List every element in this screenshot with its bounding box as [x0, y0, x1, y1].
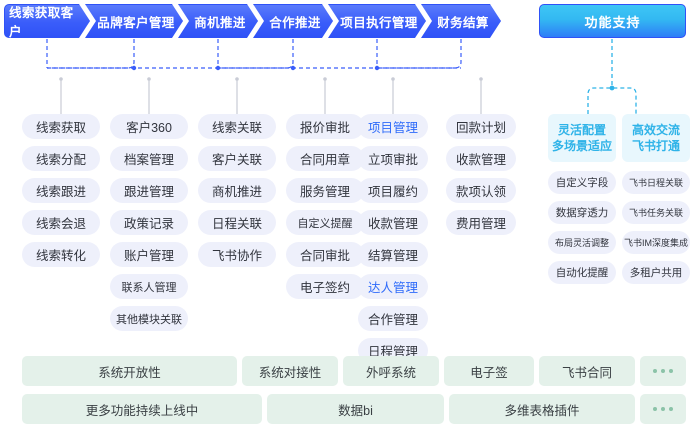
bottom-bar[interactable]: 数据bi — [267, 394, 444, 424]
module-pill[interactable]: 电子签约 — [286, 274, 364, 299]
flow-stage-label: 商机推进 — [194, 15, 246, 30]
support-pill[interactable]: 多租户共用 — [622, 261, 690, 284]
ellipsis-icon — [653, 369, 673, 373]
module-pill[interactable]: 档案管理 — [110, 146, 188, 171]
module-pill[interactable]: 飞书协作 — [198, 242, 276, 267]
support-pill[interactable]: 自动化提醒 — [548, 261, 616, 284]
flow-stage-4[interactable]: 合作推进 — [253, 4, 333, 38]
module-pill[interactable]: 达人管理 — [358, 274, 428, 299]
bottom-bar[interactable]: 系统对接性 — [242, 356, 338, 386]
module-pill[interactable]: 线索转化 — [22, 242, 100, 267]
bottom-bar[interactable]: 电子签 — [444, 356, 534, 386]
bottom-bar[interactable]: 多维表格插件 — [449, 394, 635, 424]
bottom-bar[interactable]: 飞书合同 — [539, 356, 635, 386]
module-pill[interactable]: 其他模块关联 — [110, 306, 188, 331]
support-column-flexible-config: 灵活配置多场景适应自定义字段数据穿透力布局灵活调整自动化提醒 — [548, 114, 616, 291]
support-header-line: 高效交流 — [631, 123, 680, 137]
support-pill[interactable]: 数据穿透力 — [548, 201, 616, 224]
flow-stage-label: 线索获取客户 — [9, 6, 74, 39]
column-project: 项目管理立项审批项目履约收款管理结算管理达人管理合作管理日程管理 — [358, 114, 428, 370]
bottom-bar[interactable]: 系统开放性 — [22, 356, 237, 386]
module-pill[interactable]: 线索跟进 — [22, 178, 100, 203]
support-pill[interactable]: 自定义字段 — [548, 171, 616, 194]
module-pill[interactable]: 合同用章 — [286, 146, 364, 171]
support-pill[interactable]: 飞书任务关联 — [622, 201, 690, 224]
support-column-efficient-comm: 高效交流飞书打通飞书日程关联飞书任务关联飞书IM深度集成多租户共用 — [622, 114, 690, 291]
module-pill[interactable]: 合同审批 — [286, 242, 364, 267]
module-pill[interactable]: 项目管理 — [358, 114, 428, 139]
flow-stage-2[interactable]: 品牌客户管理 — [85, 4, 183, 38]
module-pill[interactable]: 回款计划 — [446, 114, 516, 139]
module-pill[interactable]: 收款管理 — [358, 210, 428, 235]
support-column-header[interactable]: 高效交流飞书打通 — [622, 114, 690, 162]
column-opportunity: 线索关联客户关联商机推进日程关联飞书协作 — [198, 114, 276, 274]
column-lead: 线索获取线索分配线索跟进线索会退线索转化 — [22, 114, 100, 274]
more-options-button[interactable] — [640, 394, 686, 424]
module-pill[interactable]: 商机推进 — [198, 178, 276, 203]
module-pill[interactable]: 收款管理 — [446, 146, 516, 171]
flow-stage-label: 品牌客户管理 — [97, 15, 175, 30]
module-pill[interactable]: 线索关联 — [198, 114, 276, 139]
ellipsis-icon — [653, 407, 673, 411]
module-pill[interactable]: 项目履约 — [358, 178, 428, 203]
module-pill[interactable]: 款项认领 — [446, 178, 516, 203]
column-cooperation: 报价审批合同用章服务管理自定义提醒合同审批电子签约 — [286, 114, 364, 306]
module-pill[interactable]: 线索会退 — [22, 210, 100, 235]
flow-stage-3[interactable]: 商机推进 — [178, 4, 258, 38]
module-pill[interactable]: 客户360 — [110, 114, 188, 139]
module-pill[interactable]: 自定义提醒 — [286, 210, 364, 235]
support-pill[interactable]: 飞书IM深度集成 — [622, 231, 690, 254]
module-pill[interactable]: 合作管理 — [358, 306, 428, 331]
bottom-bar[interactable]: 外呼系统 — [343, 356, 439, 386]
support-header-line: 多场景适应 — [551, 139, 612, 153]
module-pill[interactable]: 报价审批 — [286, 114, 364, 139]
column-customer: 客户360 档案管理跟进管理政策记录账户管理联系人管理其他模块关联 — [110, 114, 188, 338]
support-pill[interactable]: 布局灵活调整 — [548, 231, 616, 254]
more-options-button[interactable] — [640, 356, 686, 386]
column-finance: 回款计划收款管理款项认领费用管理 — [446, 114, 516, 242]
support-pill[interactable]: 飞书日程关联 — [622, 171, 690, 194]
flow-stage-label: 项目执行管理 — [340, 15, 418, 30]
module-pill[interactable]: 日程关联 — [198, 210, 276, 235]
module-pill[interactable]: 费用管理 — [446, 210, 516, 235]
module-pill[interactable]: 结算管理 — [358, 242, 428, 267]
support-header-line: 飞书打通 — [631, 139, 680, 153]
module-pill[interactable]: 线索获取 — [22, 114, 100, 139]
flow-stage-5[interactable]: 项目执行管理 — [328, 4, 426, 38]
support-header-box[interactable]: 功能支持 — [539, 4, 686, 38]
module-pill[interactable]: 联系人管理 — [110, 274, 188, 299]
module-pill[interactable]: 立项审批 — [358, 146, 428, 171]
module-pill[interactable]: 线索分配 — [22, 146, 100, 171]
flow-stage-6[interactable]: 财务结算 — [421, 4, 501, 38]
flow-stage-label: 合作推进 — [269, 15, 321, 30]
support-column-header[interactable]: 灵活配置多场景适应 — [548, 114, 616, 162]
module-pill[interactable]: 账户管理 — [110, 242, 188, 267]
module-pill[interactable]: 服务管理 — [286, 178, 364, 203]
module-pill[interactable]: 跟进管理 — [110, 178, 188, 203]
bottom-bar[interactable]: 更多功能持续上线中 — [22, 394, 262, 424]
module-pill[interactable]: 客户关联 — [198, 146, 276, 171]
support-header-label: 功能支持 — [584, 14, 641, 30]
flow-stage-1[interactable]: 线索获取客户 — [4, 4, 90, 38]
support-header-line: 灵活配置 — [557, 123, 606, 137]
module-pill[interactable]: 政策记录 — [110, 210, 188, 235]
flow-stage-label: 财务结算 — [437, 15, 489, 30]
